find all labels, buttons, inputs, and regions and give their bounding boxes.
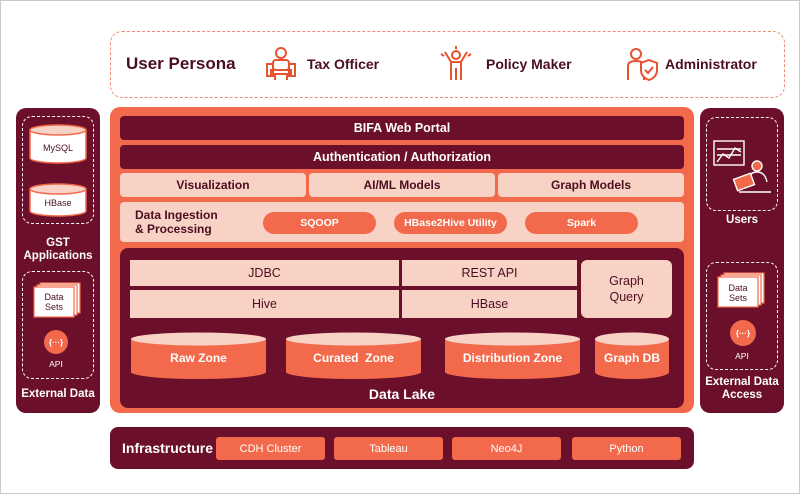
graph-models: Graph Models: [498, 173, 684, 197]
hbase-label: HBase: [44, 198, 72, 208]
access-api-label: API: [735, 351, 749, 361]
spark-pill: Spark: [525, 212, 638, 234]
raw-zone-label: Raw Zone: [170, 351, 227, 365]
persona-policy-maker: Policy Maker: [486, 56, 572, 72]
mysql-label: MySQL: [42, 143, 73, 153]
external-access-box: [706, 262, 778, 370]
data-sets-label: Data Sets: [44, 292, 64, 312]
data-lake-label: Data Lake: [368, 386, 436, 402]
mysql-cylinder-icon: [28, 124, 88, 164]
curated-zone-cylinder: [285, 332, 422, 380]
gst-applications-box: [22, 116, 94, 224]
persona-tax-officer: Tax Officer: [307, 56, 380, 72]
users-dashboard-icon: [713, 140, 775, 194]
raw-zone-cylinder: [130, 332, 267, 380]
persona-administrator: Administrator: [665, 56, 757, 72]
python-chip: Python: [572, 437, 681, 460]
users-label: Users: [726, 214, 758, 226]
neo4j-chip: Neo4J: [452, 437, 561, 460]
access-data-sets-label: Data Sets: [728, 283, 748, 303]
tax-officer-icon: [264, 46, 298, 82]
hive-box: Hive: [130, 290, 399, 318]
access-data-sets-stack-icon: [716, 272, 768, 308]
visualization: Visualization: [120, 173, 306, 197]
graph-db-cylinder: [594, 332, 670, 380]
external-data-box: [22, 271, 94, 379]
sqoop-pill: SQOOP: [263, 212, 376, 234]
ai-ml-models: AI/ML Models: [309, 173, 495, 197]
distribution-zone-label: Distribution Zone: [462, 351, 563, 365]
user-persona-title: User Persona: [126, 54, 236, 73]
curated-zone-label: Curated Zone: [313, 351, 394, 365]
administrator-icon: [625, 46, 659, 82]
distribution-zone-cylinder: [444, 332, 581, 380]
cdh-cluster-chip: CDH Cluster: [216, 437, 325, 460]
infrastructure-title: Infrastructure: [122, 440, 214, 456]
hbase2hive-utility-pill: HBase2Hive Utility: [394, 212, 507, 234]
hbase-cylinder-icon: [28, 183, 88, 217]
data-ingestion-label: Data Ingestion & Processing: [135, 208, 218, 236]
graph-query-box: Graph Query: [581, 260, 672, 318]
users-box: [706, 117, 778, 211]
graph-db-label: Graph DB: [603, 351, 660, 365]
user-persona-band: [110, 31, 785, 98]
bifa-web-portal: BIFA Web Portal: [120, 116, 684, 140]
authentication-authorization: Authentication / Authorization: [120, 145, 684, 169]
api-label: API: [49, 359, 63, 369]
hbase-box: HBase: [402, 290, 577, 318]
api-icon: {···}: [44, 330, 68, 354]
external-data-label: External Data: [21, 388, 95, 400]
access-api-icon: {···}: [730, 320, 756, 346]
policy-maker-icon: [439, 46, 473, 82]
jdbc-box: JDBC: [130, 260, 399, 286]
tableau-chip: Tableau: [334, 437, 443, 460]
external-data-access-label: External Data Access: [705, 376, 779, 401]
data-sets-stack-icon: [32, 282, 84, 318]
gst-applications-label: GST Applications: [23, 237, 93, 262]
rest-api-box: REST API: [402, 260, 577, 286]
